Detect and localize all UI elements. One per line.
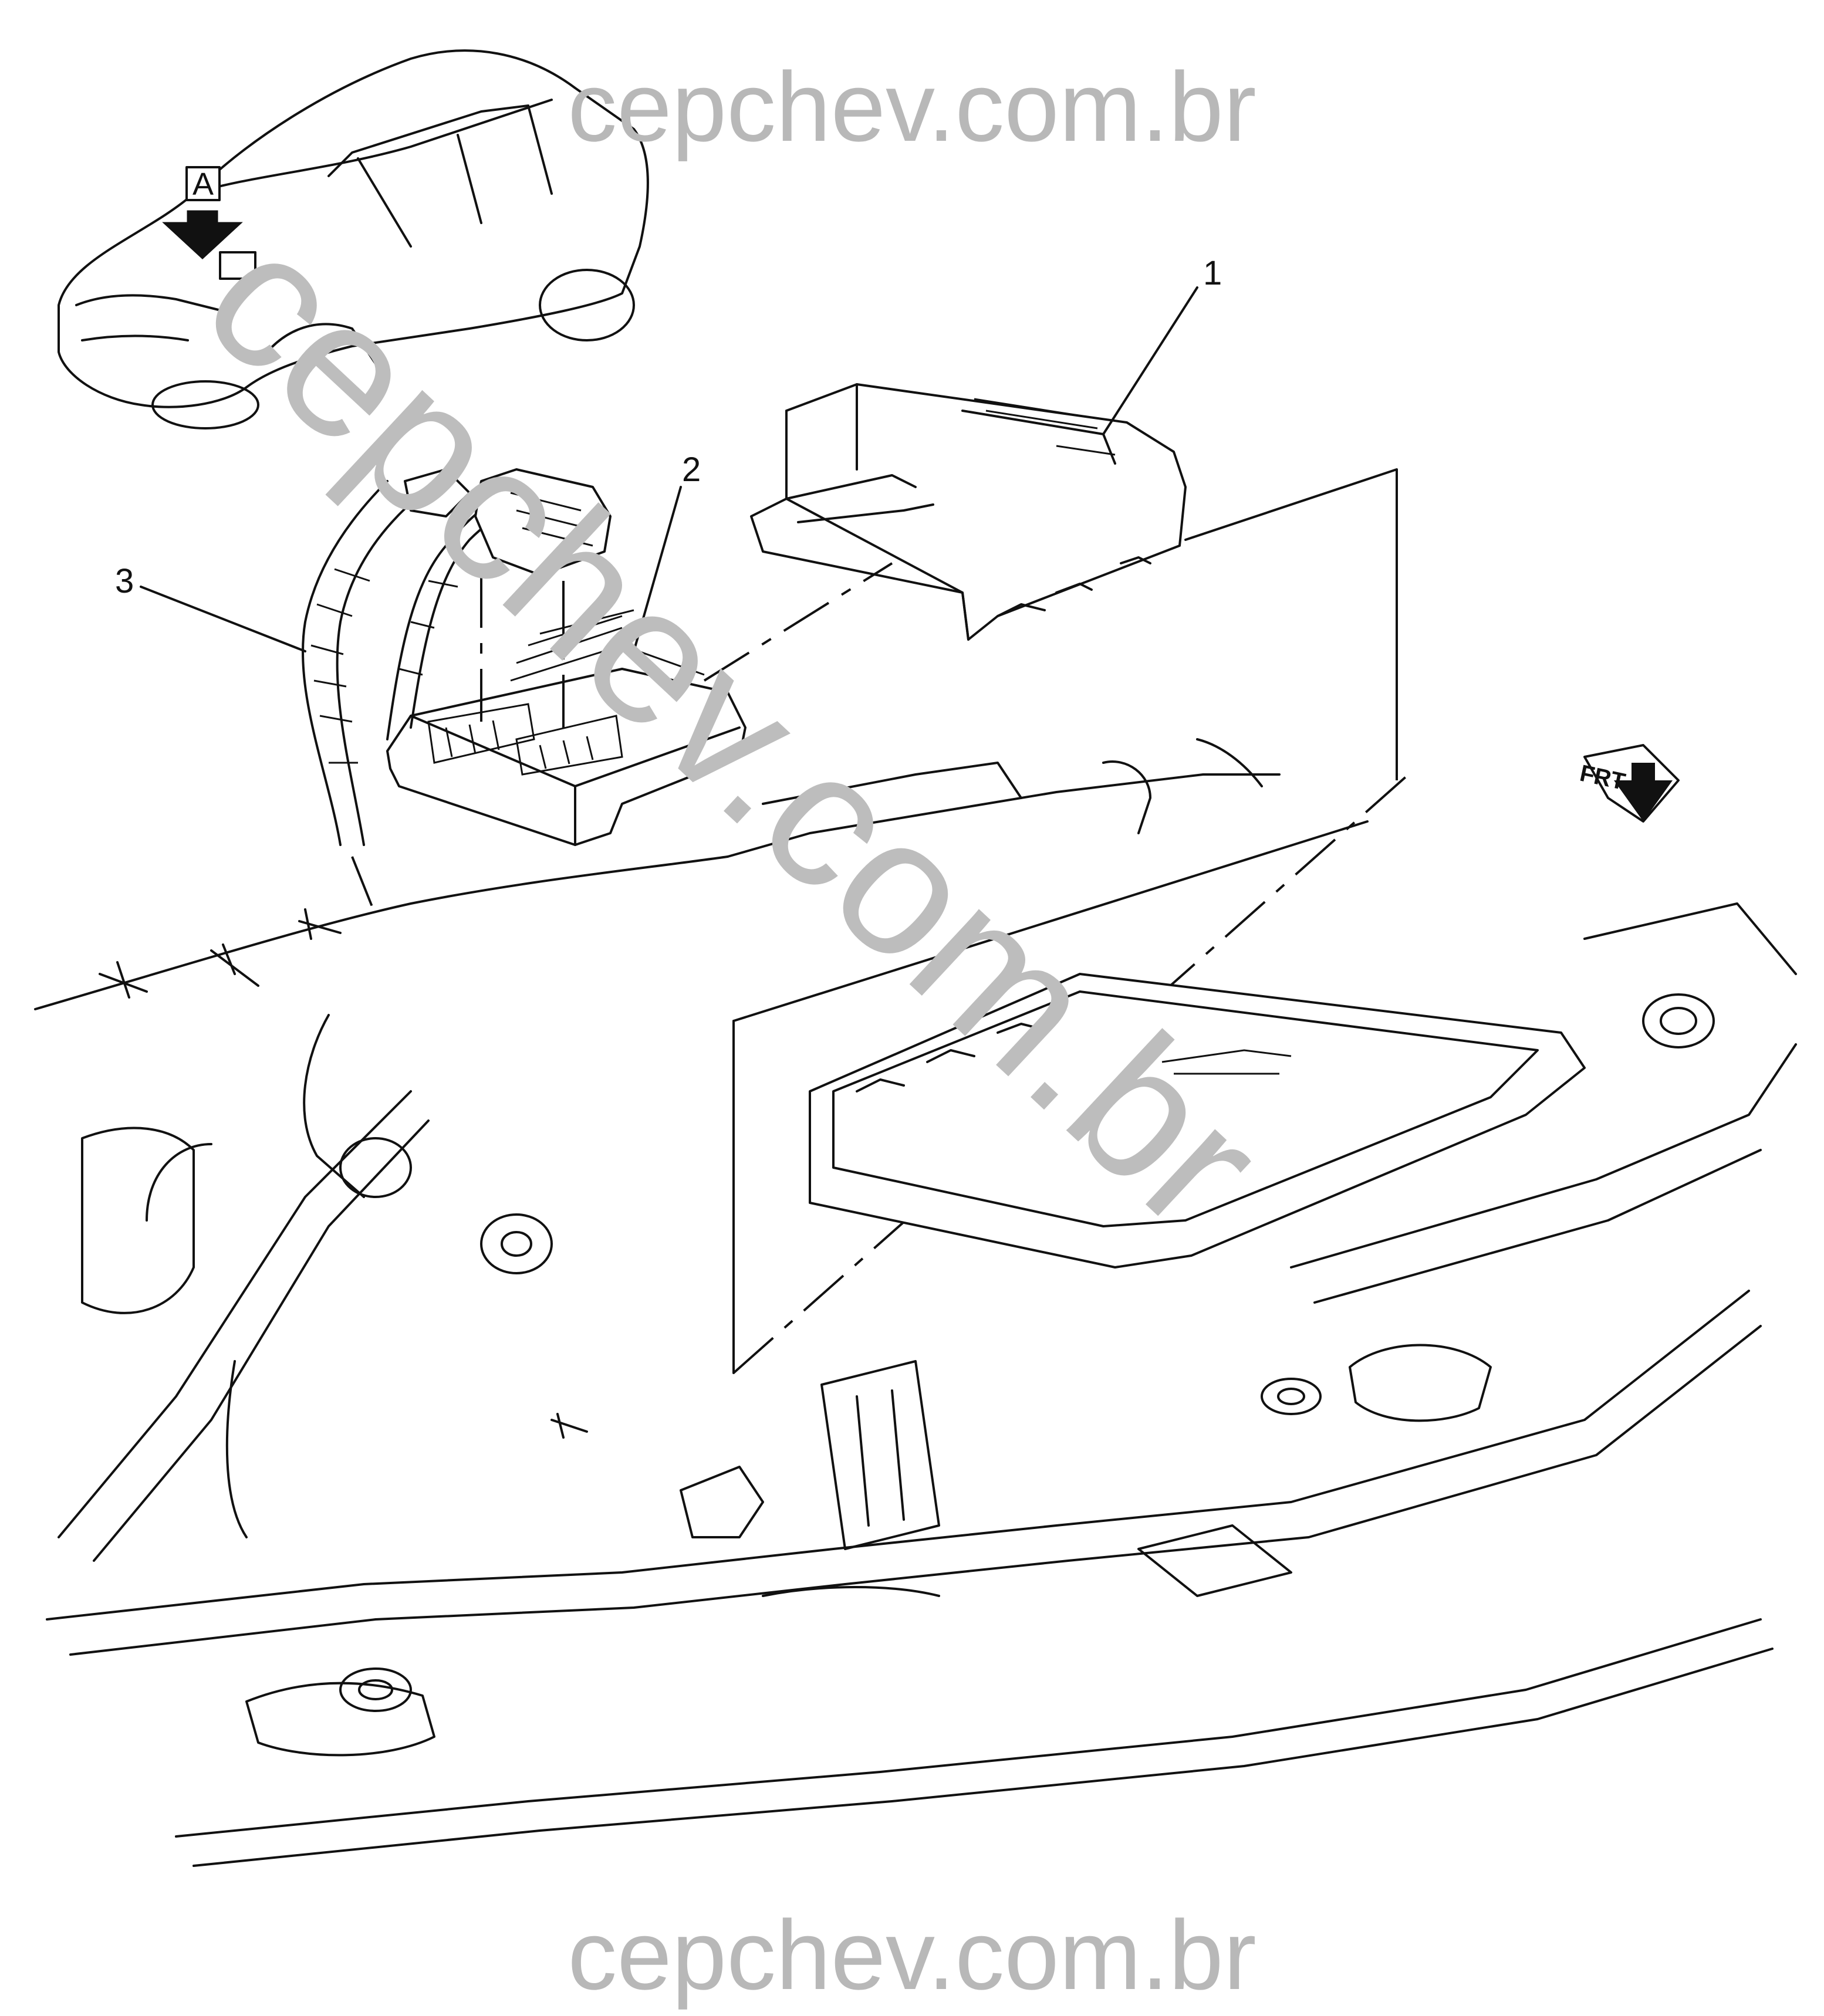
front-indicator: FRT bbox=[1578, 744, 1680, 823]
callout-1-leader bbox=[1102, 286, 1198, 435]
callout-2-label: 2 bbox=[682, 451, 701, 489]
callout-3-label: 3 bbox=[115, 562, 134, 600]
wiring-harness bbox=[301, 468, 612, 846]
callout-labels: 1 2 3 bbox=[115, 254, 1222, 600]
callout-3-leader bbox=[140, 586, 306, 652]
callout-2-leader bbox=[633, 486, 682, 652]
watermark-bottom: cepchev.com.br bbox=[568, 1900, 1256, 2010]
vehicle-body-structure bbox=[34, 738, 1797, 1867]
callout-leaders bbox=[140, 286, 1198, 652]
view-arrow-icon bbox=[162, 210, 243, 260]
control-module bbox=[386, 609, 747, 846]
watermark-top: cepchev.com.br bbox=[568, 52, 1256, 162]
view-indicator: A bbox=[162, 166, 243, 260]
callout-1-label: 1 bbox=[1203, 254, 1222, 292]
view-indicator-label: A bbox=[192, 167, 214, 202]
explode-frame bbox=[732, 468, 1398, 1374]
module-location-marker bbox=[219, 251, 256, 280]
module-cover bbox=[750, 383, 1187, 641]
